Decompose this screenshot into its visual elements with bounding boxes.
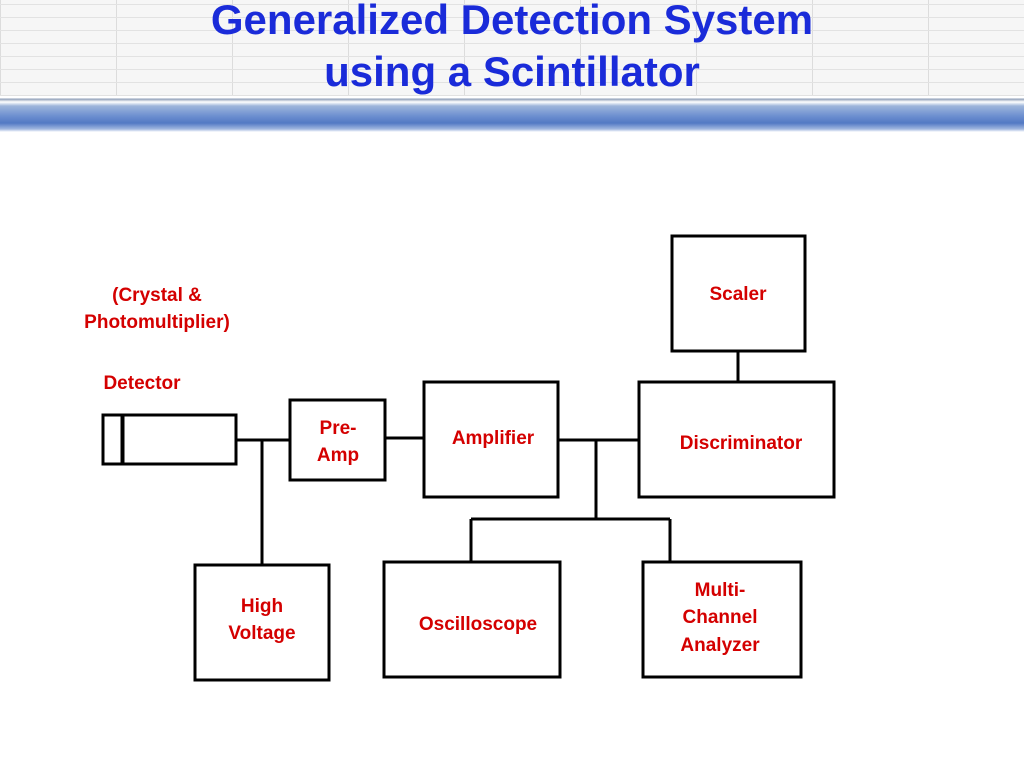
- amplifier-label: Amplifier: [452, 428, 535, 449]
- title-line-2: using a Scintillator: [324, 48, 700, 95]
- preamp-label-line-1: Pre-: [320, 418, 357, 439]
- detector-note-line-1: (Crystal &: [112, 285, 202, 306]
- oscilloscope-label: Oscilloscope: [419, 614, 537, 635]
- mca-label-line-3: Analyzer: [680, 635, 760, 656]
- high-voltage-label-line-1: High: [241, 596, 283, 617]
- header-blue-band: [0, 96, 1024, 132]
- slide-title: Generalized Detection System using a Sci…: [0, 0, 1024, 98]
- title-line-1: Generalized Detection System: [210, 0, 814, 43]
- detector-crystal: [101, 413, 124, 466]
- preamp-label-line-2: Amp: [317, 445, 359, 466]
- detector-label: Detector: [103, 373, 181, 394]
- high-voltage-label-line-2: Voltage: [228, 623, 295, 644]
- discriminator-label: Discriminator: [680, 433, 803, 454]
- detector-photomultiplier: [121, 413, 238, 466]
- detector-note-line-2: Photomultiplier): [84, 312, 230, 333]
- mca-box: [641, 560, 803, 679]
- preamp-box: [288, 398, 387, 482]
- scaler-label: Scaler: [709, 284, 767, 305]
- header-background: [0, 0, 1024, 96]
- mca-label-line-2: Channel: [683, 607, 758, 628]
- mca-label-line-1: Multi-: [695, 580, 746, 601]
